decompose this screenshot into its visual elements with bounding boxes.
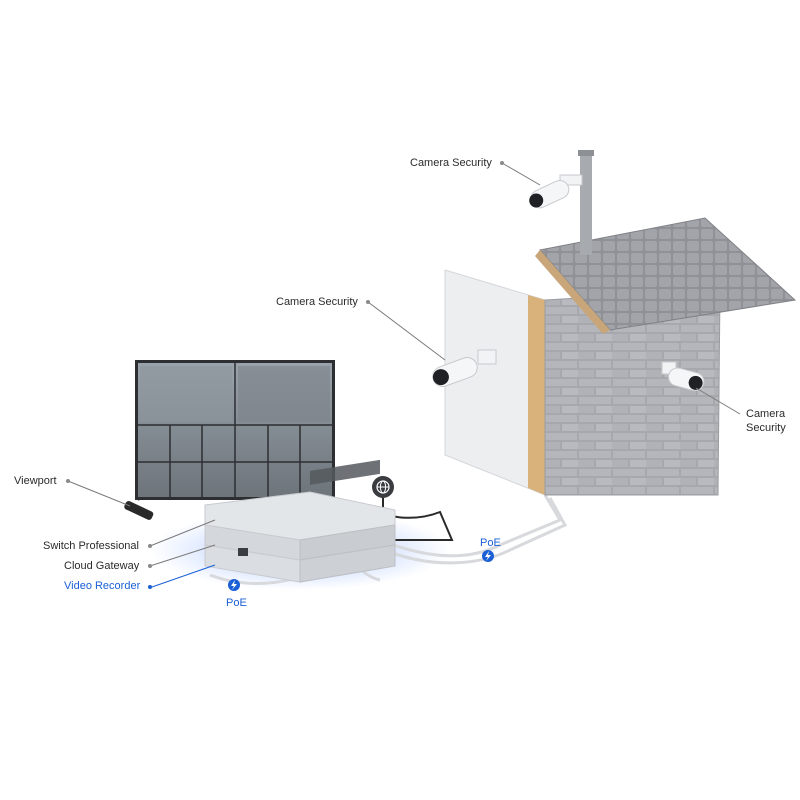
leader-line-recorder [151,564,216,588]
leader-dot [148,564,152,568]
camera-top [529,174,583,209]
label-gateway: Cloud Gateway [64,560,140,572]
label-camera-left: Camera Security [276,296,358,308]
poe-bolt-icon-right [482,550,494,562]
device-stack [204,459,396,583]
globe-icon [372,476,394,498]
label-viewport: Viewport [14,475,57,487]
label-camera-top: Camera Security [410,157,492,169]
camera-pole [580,150,592,255]
leader-dot [66,479,70,483]
monitor [135,360,335,500]
camera-right [661,361,705,392]
label-camera-right-line2: Security [746,422,786,434]
label-poe-left: PoE [226,597,247,609]
poe-bolt-icon-left [228,579,240,591]
house-roof [539,217,797,331]
label-poe-right: PoE [480,537,501,549]
label-switch: Switch Professional [43,540,139,552]
label-recorder: Video Recorder [64,580,141,592]
leader-dot [148,544,152,548]
camera-left [432,349,497,387]
label-camera-right-line1: Camera [746,408,786,420]
viewport-device [124,501,154,520]
leader-lines [67,162,741,567]
leader-dot [366,300,370,304]
leader-dot [500,161,504,165]
leader-dot [148,585,152,589]
